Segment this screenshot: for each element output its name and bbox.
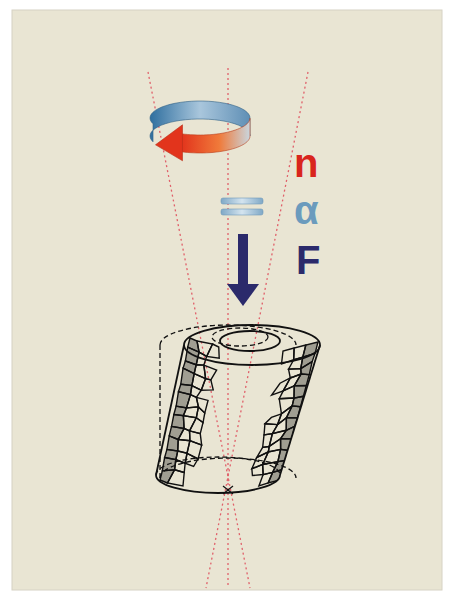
tilt-symbol (221, 198, 263, 215)
crack-cell (252, 464, 263, 475)
crack-cell (279, 386, 294, 399)
crack-cell (160, 470, 175, 483)
force-symbol: F (296, 240, 320, 280)
crack-cell (272, 378, 291, 395)
crack-cell (162, 458, 176, 471)
crack-cell (204, 365, 217, 380)
speed-symbol: n (294, 143, 318, 183)
crack-cell (301, 362, 312, 375)
crack-cell (192, 374, 206, 391)
crack-cell (167, 436, 178, 451)
crack-cell (185, 453, 198, 466)
force-arrow (227, 234, 259, 306)
crack-cell (178, 428, 190, 440)
crack-cell (252, 452, 268, 469)
crack-cell (167, 470, 184, 486)
crack-cell (187, 441, 202, 459)
crack-cell (201, 379, 213, 391)
background-panel (12, 10, 442, 590)
angle-symbol: α (294, 190, 319, 230)
rotation-arrow (150, 101, 250, 161)
ribbon-front (181, 118, 249, 153)
crack-cell (207, 344, 220, 358)
tool-cylinder (156, 325, 320, 494)
arrow-head (155, 125, 182, 161)
